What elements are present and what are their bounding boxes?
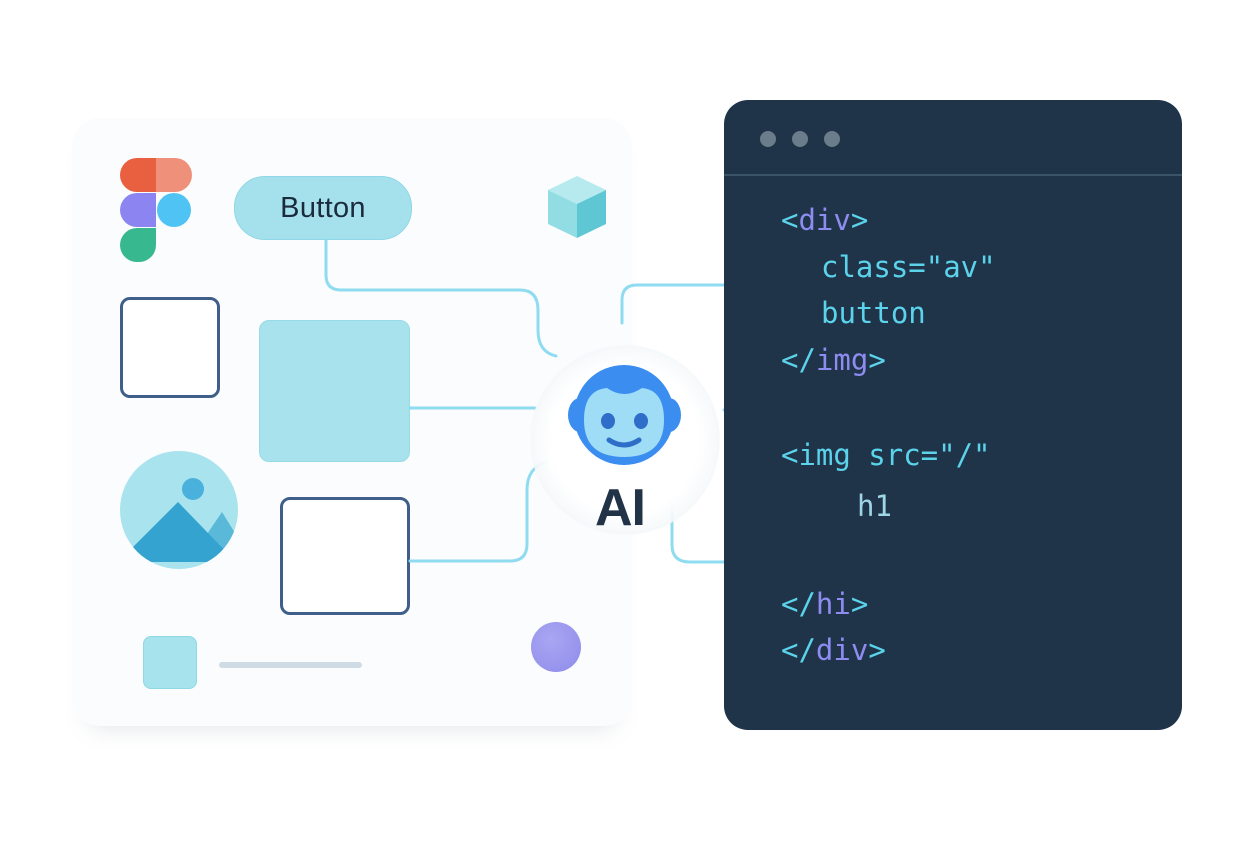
code-content: <div> class="av" button </img> <img src=…: [724, 100, 1182, 730]
window-dot-close[interactable]: [760, 131, 776, 147]
button-label: Button: [280, 191, 366, 224]
code-line-4: </img>: [781, 343, 886, 377]
code-line-7: </hi>: [781, 587, 869, 621]
purple-circle: [531, 622, 581, 672]
code-line-8: </div>: [781, 633, 886, 667]
window-dot-minimize[interactable]: [792, 131, 808, 147]
figma-logo-icon: [120, 158, 192, 262]
frame-placeholder: [120, 297, 220, 398]
window-dot-maximize[interactable]: [824, 131, 840, 147]
code-line-3: button: [821, 296, 926, 330]
code-line-1: <div>: [781, 203, 869, 237]
image-icon: [120, 451, 238, 569]
frame-placeholder-2: [280, 497, 410, 615]
editor-titlebar: [724, 100, 1182, 176]
container-block: [259, 320, 410, 462]
button-component[interactable]: Button: [234, 176, 412, 240]
cube-icon: [548, 176, 606, 238]
code-editor-window: <div> class="av" button </img> <img src=…: [724, 100, 1182, 730]
code-line-6: h1: [857, 489, 892, 523]
robot-face-icon: [568, 365, 681, 465]
text-placeholder: [219, 662, 362, 668]
code-line-5: <img src="/": [781, 438, 991, 472]
code-line-2: class="av": [821, 250, 996, 284]
ai-label: AI: [595, 479, 646, 537]
list-thumbnail: [143, 636, 197, 689]
